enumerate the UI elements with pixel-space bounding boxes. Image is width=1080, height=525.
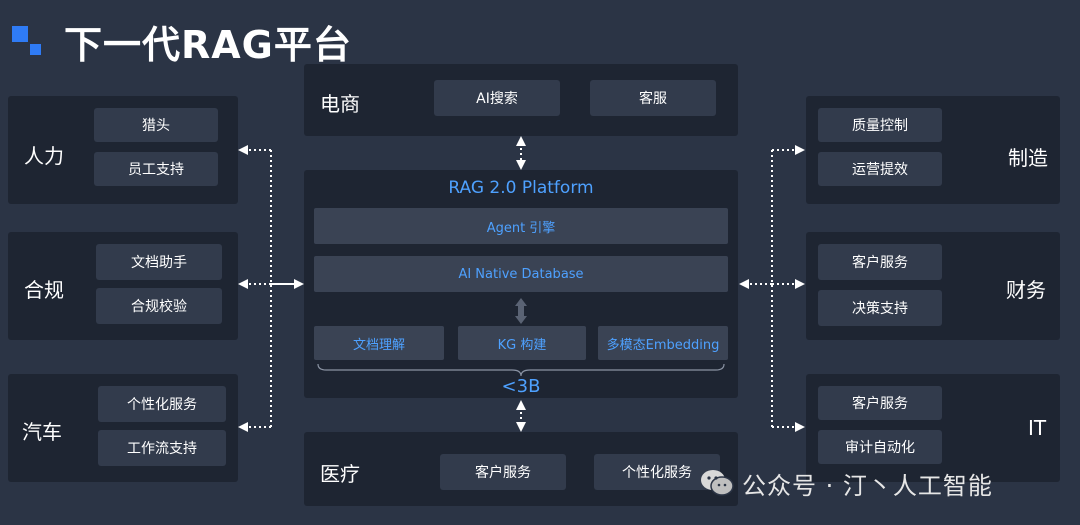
agent-engine-bar[interactable]: Agent 引擎 xyxy=(314,208,728,244)
sector-label: 财务 xyxy=(1006,278,1046,302)
modules-bracket xyxy=(317,363,725,377)
item-button[interactable]: 猎头 xyxy=(94,108,218,142)
watermark: 公众号 · 汀丶人工智能 xyxy=(700,466,993,500)
sector-panel-it: IT 客户服务 审计自动化 xyxy=(806,374,1060,482)
item-button[interactable]: 个性化服务 xyxy=(98,386,226,422)
module-multimodal-embedding[interactable]: 多模态Embedding xyxy=(598,326,728,360)
sector-panel-healthcare: 医疗 客户服务 个性化服务 xyxy=(304,432,738,506)
sector-panel-compliance: 合规 文档助手 合规校验 xyxy=(8,232,238,340)
sector-label: 电商 xyxy=(320,92,360,116)
platform-panel: RAG 2.0 Platform Agent 引擎 AI Native Data… xyxy=(304,170,738,398)
item-button[interactable]: 运营提效 xyxy=(818,152,942,186)
item-button[interactable]: 工作流支持 xyxy=(98,430,226,466)
item-button[interactable]: 客服 xyxy=(590,80,716,116)
item-button[interactable]: 文档助手 xyxy=(96,244,222,280)
sector-panel-ecommerce: 电商 AI搜索 客服 xyxy=(304,64,738,136)
item-button[interactable]: 个性化服务 xyxy=(594,454,720,490)
sector-label: 汽车 xyxy=(22,420,62,444)
sector-label: 医疗 xyxy=(320,462,360,486)
module-kg-build[interactable]: KG 构建 xyxy=(458,326,586,360)
platform-title: RAG 2.0 Platform xyxy=(448,178,594,198)
sector-label: IT xyxy=(1028,416,1047,440)
model-size-label: <3B xyxy=(501,376,541,397)
watermark-text: 公众号 · 汀丶人工智能 xyxy=(742,471,993,500)
item-button[interactable]: AI搜索 xyxy=(434,80,560,116)
page-title: 下一代RAG平台 xyxy=(64,23,352,67)
sector-panel-auto: 汽车 个性化服务 工作流支持 xyxy=(8,374,238,482)
wechat-icon xyxy=(701,470,734,496)
sector-label: 合规 xyxy=(24,278,64,302)
module-doc-understanding[interactable]: 文档理解 xyxy=(314,326,444,360)
ai-native-database-bar[interactable]: AI Native Database xyxy=(314,256,728,292)
item-button[interactable]: 审计自动化 xyxy=(818,430,942,464)
item-button[interactable]: 客户服务 xyxy=(818,244,942,280)
db-to-modules-arrow xyxy=(515,298,527,324)
sector-label: 制造 xyxy=(1008,146,1048,170)
item-button[interactable]: 客户服务 xyxy=(818,386,942,420)
item-button[interactable]: 客户服务 xyxy=(440,454,566,490)
sector-panel-hr: 人力 猎头 员工支持 xyxy=(8,96,238,204)
item-button[interactable]: 合规校验 xyxy=(96,288,222,324)
logo-square-large xyxy=(12,26,28,42)
sector-panel-manufacturing: 制造 质量控制 运营提效 xyxy=(806,96,1060,204)
item-button[interactable]: 员工支持 xyxy=(94,152,218,186)
sector-label: 人力 xyxy=(24,144,64,168)
logo-square-small xyxy=(30,44,41,55)
sector-panel-finance: 财务 客户服务 决策支持 xyxy=(806,232,1060,340)
item-button[interactable]: 质量控制 xyxy=(818,108,942,142)
item-button[interactable]: 决策支持 xyxy=(818,290,942,326)
